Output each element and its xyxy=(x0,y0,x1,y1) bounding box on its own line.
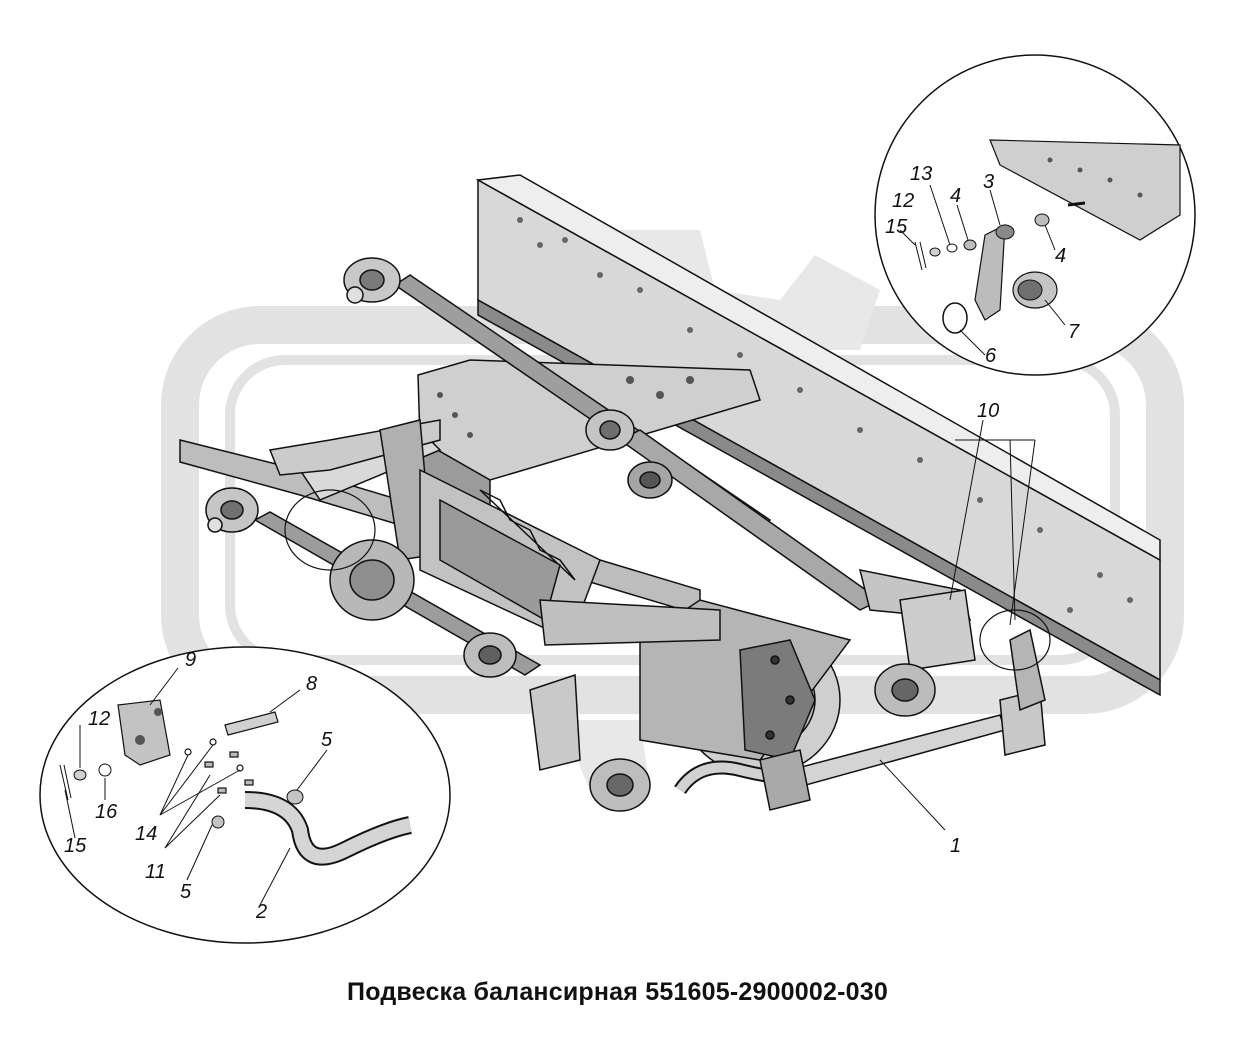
brake-chamber xyxy=(329,539,415,621)
callout-5-lower: 5 xyxy=(180,881,192,903)
callout-6: 6 xyxy=(985,345,997,367)
callout-13: 13 xyxy=(910,163,932,185)
upper-reaction-rods xyxy=(343,257,882,611)
callout-15-lower: 15 xyxy=(64,835,87,857)
callout-5-upper: 5 xyxy=(321,729,333,751)
callout-9: 9 xyxy=(185,649,196,671)
callout-16: 16 xyxy=(95,801,118,823)
detail-circle-top xyxy=(874,54,1196,376)
callout-8: 8 xyxy=(306,673,317,695)
callout-10: 10 xyxy=(977,400,999,422)
callout-15-upper: 15 xyxy=(885,216,908,238)
callout-4-right: 4 xyxy=(1055,245,1066,267)
callout-7: 7 xyxy=(1068,321,1080,343)
stabilizer-brackets xyxy=(463,589,976,812)
callout-4-upper: 4 xyxy=(950,185,961,207)
leader-lines xyxy=(64,184,1066,906)
callout-12-lower: 12 xyxy=(88,708,110,730)
page-title: Подвеска балансирная 551605-2900002-030 xyxy=(347,978,888,1006)
stabilizer-bar xyxy=(674,628,1046,811)
callout-labels: 1 2 3 4 4 5 5 6 7 8 9 10 11 12 12 13 14 … xyxy=(64,163,1080,923)
callout-12-upper: 12 xyxy=(892,190,914,212)
callout-3: 3 xyxy=(983,171,994,193)
callout-1: 1 xyxy=(950,835,961,857)
callout-11: 11 xyxy=(145,861,166,883)
detail-circle-bottom xyxy=(39,646,451,944)
callout-14: 14 xyxy=(135,823,157,845)
callout-2: 2 xyxy=(255,901,267,923)
